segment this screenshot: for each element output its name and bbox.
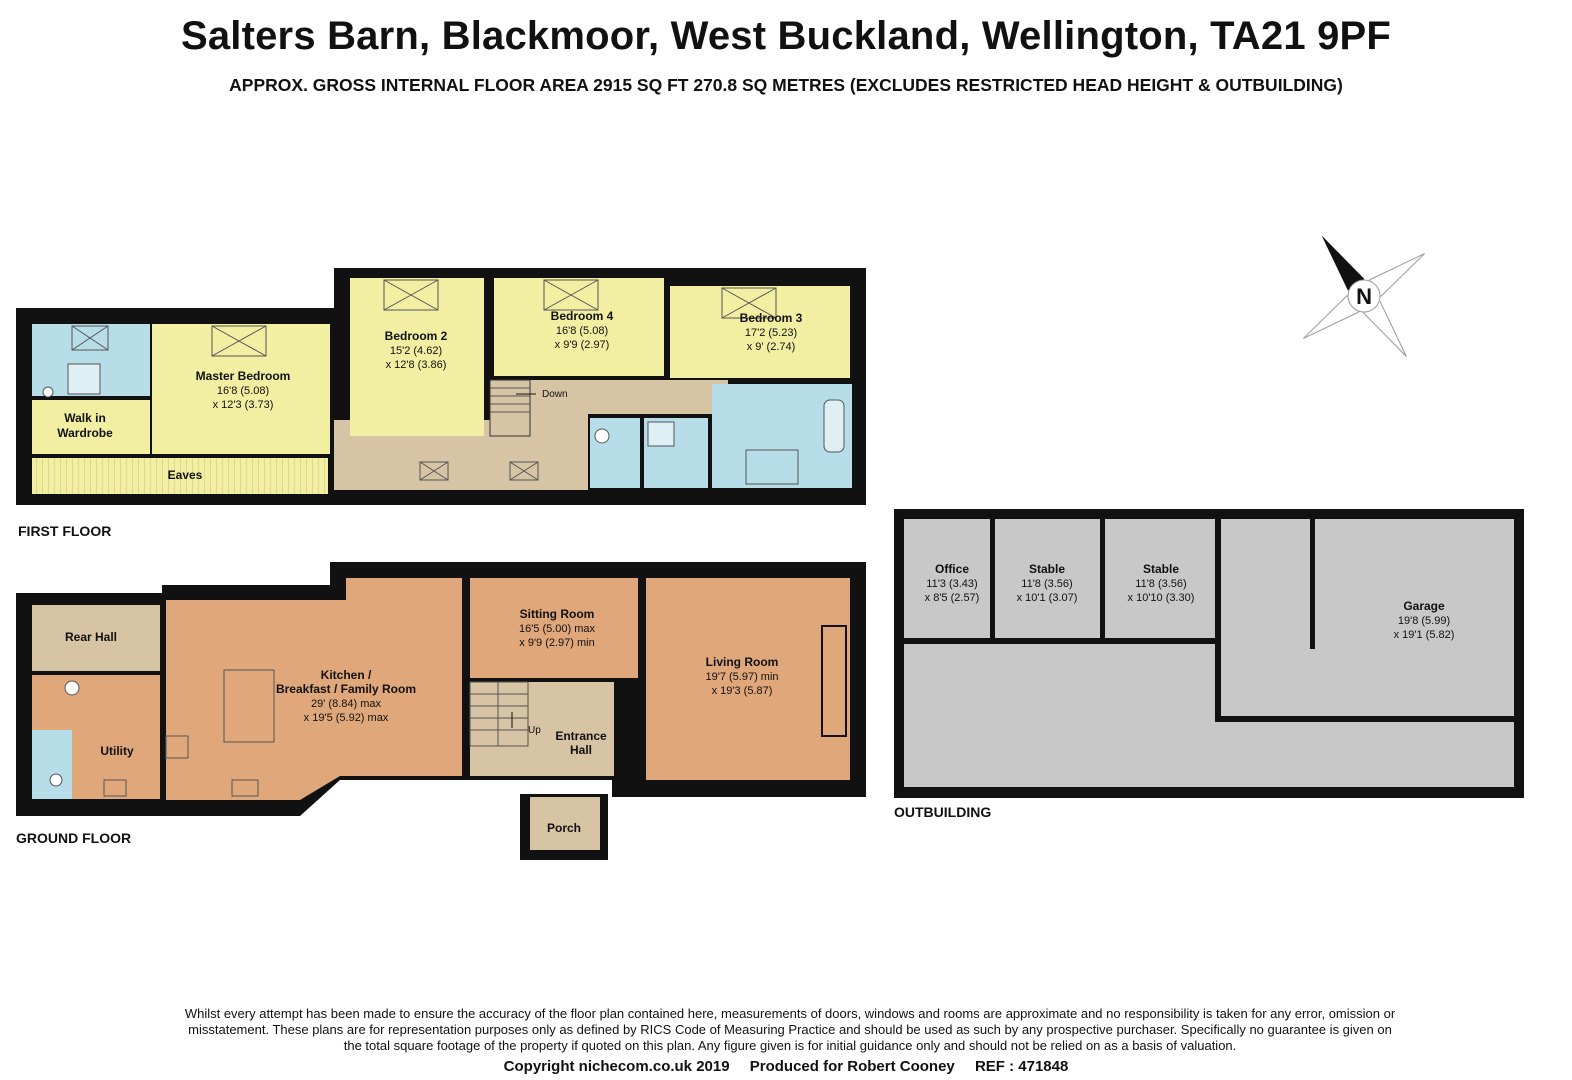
- stairs-down-label: Down: [542, 389, 568, 400]
- outbuilding-floor: [904, 519, 1514, 787]
- wc-icon: [42, 386, 54, 398]
- rear-hall-label: Rear Hall: [65, 630, 117, 644]
- bedroom-4-label: Bedroom 4: [551, 309, 614, 323]
- porch-area: [530, 797, 600, 850]
- sink-icon: [103, 779, 127, 797]
- sitting-room-dim1: 16'5 (5.00) max: [519, 623, 596, 635]
- bedroom-2-label: Bedroom 2: [385, 329, 448, 343]
- master-bedroom-dim1: 16'8 (5.08): [217, 385, 269, 397]
- bedroom-4-dim2: x 9'9 (2.97): [555, 339, 610, 351]
- stairs-up: [469, 681, 529, 747]
- stable-1-dim2: x 10'1 (3.07): [1017, 592, 1078, 604]
- living-room-area: [646, 578, 850, 780]
- hob-icon: [165, 735, 189, 759]
- bathroom-small-area: [590, 418, 640, 488]
- first-floor: Master Bedroom 16'8 (5.08) x 12'3 (3.73)…: [16, 268, 866, 539]
- page-title: Salters Barn, Blackmoor, West Buckland, …: [180, 14, 1392, 58]
- bedroom-2-area: [350, 278, 484, 436]
- kitchen-island: [223, 669, 275, 743]
- outbuilding-label: OUTBUILDING: [894, 804, 991, 820]
- kitchen-label: Kitchen /: [321, 668, 372, 682]
- bath-icon: [823, 399, 845, 453]
- master-bedroom-label: Master Bedroom: [196, 369, 291, 383]
- office-dim1: 11'3 (3.43): [926, 578, 977, 590]
- living-room-dim2: x 19'3 (5.87): [712, 685, 773, 697]
- stair-treads: [490, 387, 530, 413]
- bedroom-3-label: Bedroom 3: [740, 311, 803, 325]
- stable-2-dim1: 11'8 (3.56): [1135, 578, 1186, 590]
- bedroom-4-dim1: 16'8 (5.08): [556, 325, 608, 337]
- stair-treads: [470, 682, 528, 746]
- entrance-hall-label: Entrance: [555, 729, 607, 743]
- bedroom-2-dim1: 15'2 (4.62): [390, 345, 442, 357]
- garage-label: Garage: [1403, 599, 1445, 613]
- shower-icon: [647, 421, 675, 447]
- stairs-up-label: Up: [528, 725, 541, 736]
- sitting-room-label: Sitting Room: [520, 607, 595, 621]
- ground-floor: Rear Hall Utility Kitchen / Breakfast / …: [16, 562, 866, 860]
- kitchen-label-2: Breakfast / Family Room: [276, 682, 416, 696]
- eaves-label: Eaves: [168, 468, 203, 482]
- internal-wall: [904, 638, 1218, 644]
- master-bedroom-dim2: x 12'3 (3.73): [213, 399, 274, 411]
- kitchen-dim1: 29' (8.84) max: [311, 698, 381, 710]
- entrance-hall-label-2: Hall: [570, 743, 592, 757]
- porch-label: Porch: [547, 821, 581, 835]
- bedroom-2-dim2: x 12'8 (3.86): [386, 359, 447, 371]
- walk-in-wardrobe-area: [32, 400, 150, 454]
- cloakroom-area: [32, 730, 72, 799]
- footer-produced: Produced for Robert Cooney: [749, 1058, 955, 1075]
- stable-2-label: Stable: [1143, 562, 1179, 576]
- living-room-label: Living Room: [706, 655, 779, 669]
- office-dim2: x 8'5 (2.57): [925, 592, 980, 604]
- basin-icon: [64, 680, 80, 696]
- living-room-dim1: 19'7 (5.97) min: [705, 671, 778, 683]
- internal-wall: [1215, 716, 1514, 722]
- master-bedroom-area: [152, 324, 330, 454]
- eaves-area: [32, 458, 328, 494]
- sink-icon: [231, 779, 259, 797]
- wc-icon: [49, 773, 63, 787]
- floor-area-subtitle: APPROX. GROSS INTERNAL FLOOR AREA 2915 S…: [229, 75, 1343, 95]
- first-floor-label: FIRST FLOOR: [18, 523, 111, 539]
- bedroom-3-dim1: 17'2 (5.23): [745, 327, 797, 339]
- stable-1-dim1: 11'8 (3.56): [1021, 578, 1072, 590]
- garage-dim2: x 19'1 (5.82): [1394, 629, 1455, 641]
- basin-icon: [594, 428, 610, 444]
- bedroom-3-area: [670, 286, 850, 378]
- shower-icon: [67, 363, 101, 395]
- internal-wall: [1310, 519, 1315, 649]
- kitchen-dim2: x 19'5 (5.92) max: [304, 712, 389, 724]
- bedroom-3-dim2: x 9' (2.74): [747, 341, 796, 353]
- skylight-icons: [71, 279, 799, 485]
- sitting-room-area: [470, 578, 638, 678]
- outbuilding: Office 11'3 (3.43) x 8'5 (2.57) Stable 1…: [894, 509, 1524, 820]
- fireplace-icon: [821, 625, 847, 737]
- footer-copyright: Copyright nichecom.co.uk 2019: [503, 1058, 730, 1075]
- stairs-down: [489, 379, 531, 437]
- footer: Copyright nichecom.co.uk 2019 Produced f…: [0, 1058, 1572, 1075]
- office-label: Office: [935, 562, 969, 576]
- internal-wall: [1100, 519, 1105, 640]
- ground-floor-label: GROUND FLOOR: [16, 830, 131, 846]
- compass-icon: N: [1303, 235, 1425, 357]
- internal-wall: [990, 519, 995, 640]
- compass-north-label: N: [1356, 284, 1372, 309]
- bedroom-4-area: [494, 278, 664, 376]
- footer-ref: REF : 471848: [974, 1058, 1069, 1075]
- stable-2-dim2: x 10'10 (3.30): [1128, 592, 1195, 604]
- stable-1-label: Stable: [1029, 562, 1065, 576]
- utility-label: Utility: [100, 744, 134, 758]
- walk-in-wardrobe-label: Walk in: [64, 411, 106, 425]
- rear-hall-area: [32, 605, 160, 671]
- garage-dim1: 19'8 (5.99): [1398, 615, 1450, 627]
- sitting-room-dim2: x 9'9 (2.97) min: [519, 637, 594, 649]
- walk-in-wardrobe-label-2: Wardrobe: [57, 426, 113, 440]
- kitchen-area: [166, 578, 462, 800]
- internal-wall: [1215, 519, 1221, 721]
- disclaimer-text: Whilst every attempt has been made to en…: [184, 1006, 1396, 1053]
